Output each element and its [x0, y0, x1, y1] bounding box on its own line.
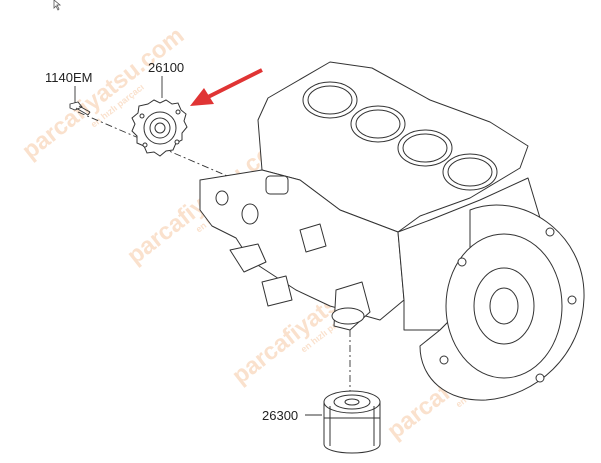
highlight-arrow — [190, 68, 263, 106]
part-label-oil-pump: 26100 — [148, 60, 184, 75]
cursor-icon — [53, 0, 62, 11]
part-label-bolt: 1140EM — [45, 70, 92, 85]
oil-pump-part — [131, 99, 188, 157]
bolt-part — [69, 101, 91, 116]
engine-block-part — [199, 61, 585, 401]
part-label-oil-filter: 26300 — [262, 408, 298, 423]
leader-lines — [74, 76, 322, 416]
oil-filter-part — [323, 390, 381, 454]
